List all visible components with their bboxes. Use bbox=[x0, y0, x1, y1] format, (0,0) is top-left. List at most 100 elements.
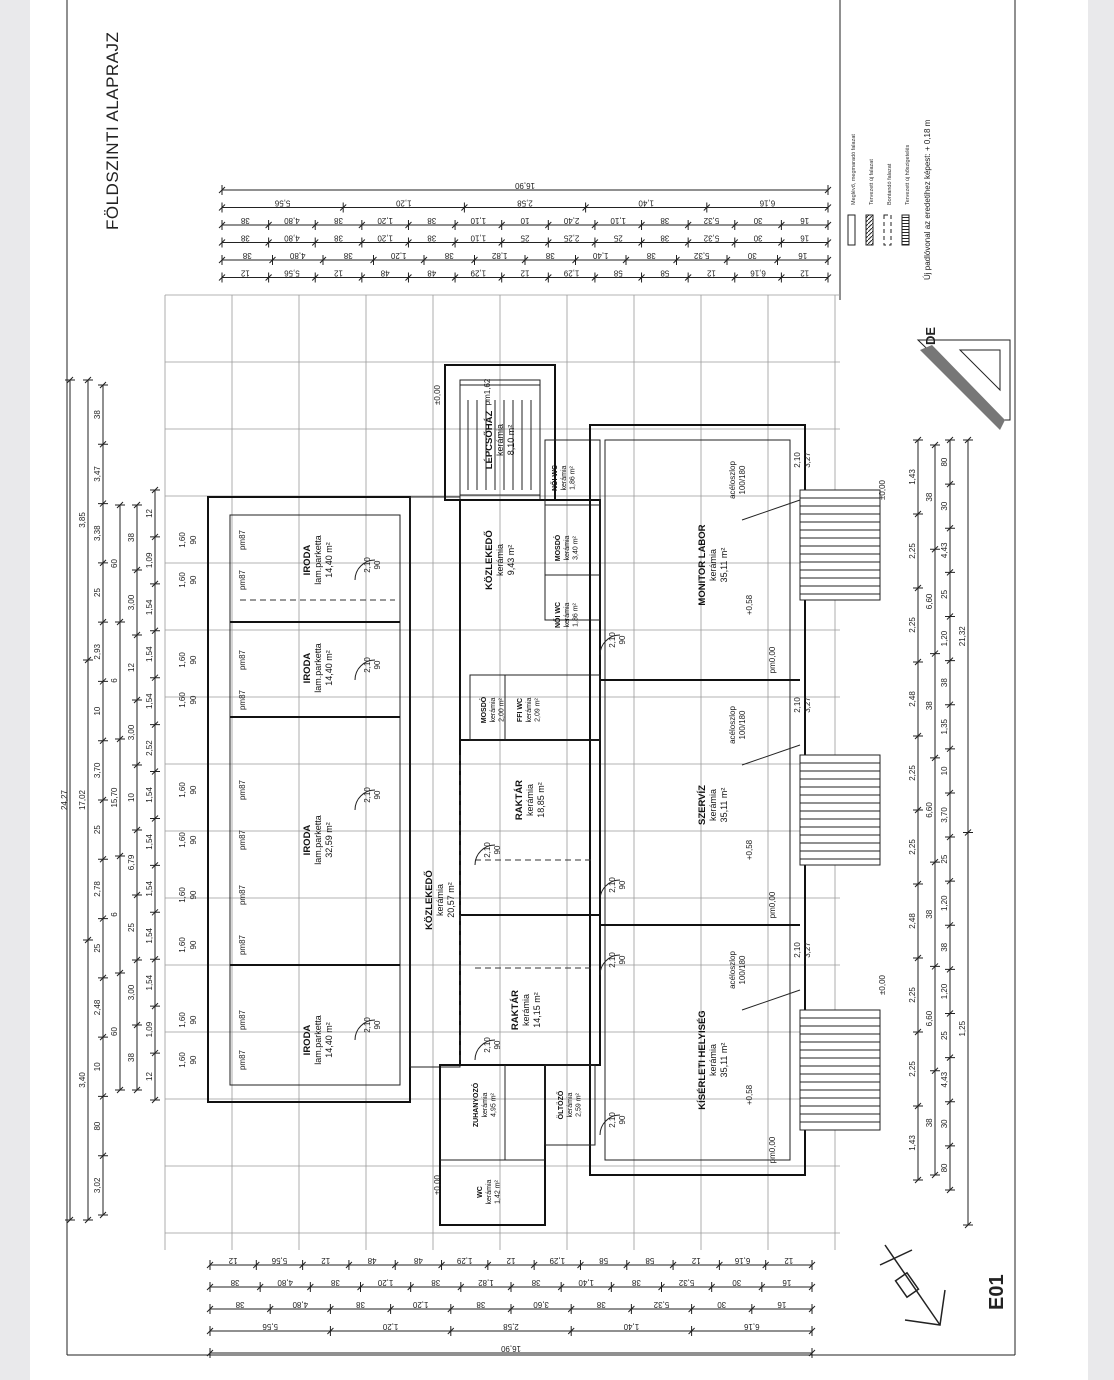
dimension-tick bbox=[577, 1260, 584, 1270]
dimension-tick bbox=[945, 524, 955, 532]
exterior-stair bbox=[799, 754, 881, 866]
dimension-tick bbox=[758, 1282, 766, 1292]
dimension-tick bbox=[567, 1304, 575, 1314]
window-width: 3,27 bbox=[803, 697, 812, 713]
level-marker: +0,58 bbox=[745, 839, 754, 860]
dimension-tick bbox=[591, 272, 599, 283]
floor-level: pm0,00 bbox=[768, 646, 777, 673]
dimension-label: 25 bbox=[940, 854, 949, 863]
dimension-label: 1,40 bbox=[578, 1278, 594, 1287]
room-name: NŐI WC bbox=[550, 465, 559, 491]
room-material: lam.parketta bbox=[313, 535, 323, 585]
dimension-tick bbox=[498, 220, 506, 230]
dimension-label: 1,20 bbox=[377, 234, 393, 243]
dimension-tick bbox=[498, 272, 506, 283]
dimension-tick bbox=[65, 1216, 75, 1224]
dimension-tick bbox=[567, 1326, 575, 1336]
dimension-tick bbox=[150, 674, 160, 682]
dimension-tick bbox=[530, 1260, 538, 1270]
window-height: 1,60 bbox=[178, 652, 187, 668]
dimension-tick bbox=[206, 1304, 214, 1314]
dimension-tick bbox=[930, 441, 940, 449]
door-width: 90 bbox=[618, 635, 627, 644]
room-name: LÉPCSŐHÁZ bbox=[483, 411, 495, 470]
office-level: pm87 bbox=[238, 884, 247, 905]
dimension-label: 2,93 bbox=[93, 643, 102, 659]
door-swing bbox=[599, 879, 621, 901]
door-width: 90 bbox=[493, 845, 502, 854]
dimension-tick bbox=[150, 908, 160, 916]
dimension-label: 38 bbox=[660, 234, 669, 243]
dimension-label: 16 bbox=[782, 1278, 791, 1287]
dimension-tick bbox=[218, 202, 226, 213]
door-width: 90 bbox=[373, 560, 382, 569]
dimension-tick bbox=[115, 618, 125, 626]
dimension-tick bbox=[808, 1304, 816, 1314]
dimension-label: 2,78 bbox=[93, 881, 102, 897]
dimension-tick bbox=[115, 852, 125, 860]
dimension-tick bbox=[945, 1054, 955, 1062]
dimension-label: 12 bbox=[240, 269, 249, 278]
dimension-label: 2,58 bbox=[503, 1322, 519, 1331]
outside-level: ±0,00 bbox=[878, 479, 887, 500]
dimension-label: 3,47 bbox=[93, 466, 102, 482]
dimension-label: 1,40 bbox=[623, 1322, 639, 1331]
dimension-chain: 80304,43251,20381,20253,70101,35381,2025… bbox=[940, 436, 955, 1194]
dimension-tick bbox=[521, 255, 529, 265]
door-height: 2,10 bbox=[363, 1017, 372, 1033]
dimension-label: 1,10 bbox=[470, 216, 486, 225]
dimension-tick bbox=[824, 237, 832, 248]
dimension-label: 1,35 bbox=[940, 718, 949, 734]
room-area: 1,86 m² bbox=[570, 465, 577, 489]
room-area: 14,40 m² bbox=[324, 650, 334, 686]
dimension-chain: 121,091,541,541,541,541,542,521,541,541,… bbox=[145, 486, 160, 1104]
dimension-tick bbox=[638, 220, 645, 230]
dimension-tick bbox=[945, 1010, 955, 1017]
dimension-label: 38 bbox=[427, 234, 436, 243]
room-name: WC bbox=[477, 1186, 484, 1198]
dimension-tick bbox=[824, 185, 832, 195]
dimension-tick bbox=[824, 220, 832, 230]
dimension-tick bbox=[266, 1304, 274, 1314]
dimension-label: 60 bbox=[110, 1027, 119, 1036]
dimension-label: 1,43 bbox=[908, 469, 917, 485]
column-label: acéloszlop bbox=[728, 461, 737, 499]
dimension-label: 1,20 bbox=[395, 199, 411, 208]
dimension-label: 4,43 bbox=[940, 1071, 949, 1087]
room-area: 2,09 m² bbox=[535, 697, 542, 721]
dimension-label: 3,00 bbox=[127, 724, 136, 740]
dimension-tick bbox=[669, 1260, 677, 1270]
dimension-tick bbox=[150, 580, 160, 588]
dimension-label: 1,29 bbox=[456, 1256, 472, 1265]
room-material: lam.parketta bbox=[313, 643, 323, 693]
dimension-label: 17,02 bbox=[78, 789, 87, 810]
dimension-tick bbox=[808, 1282, 816, 1292]
dimension-tick bbox=[688, 1326, 695, 1336]
dimension-tick bbox=[265, 237, 272, 248]
room-name: MOSDÓ bbox=[553, 534, 562, 561]
dimension-label: 16 bbox=[798, 251, 807, 260]
dimension-label: 3,40 bbox=[78, 1072, 87, 1088]
dimension-label: 5,32 bbox=[693, 251, 709, 260]
dimension-label: 1,40 bbox=[592, 251, 608, 260]
room-name: KÖZLEKEDŐ bbox=[483, 530, 495, 590]
room-name: KÖZLEKEDŐ bbox=[423, 870, 435, 930]
dimension-label: 12 bbox=[691, 1256, 700, 1265]
dimension-label: 1,20 bbox=[382, 1322, 398, 1331]
dimension-label: 38 bbox=[93, 410, 102, 419]
dimension-chain: 16,90 bbox=[218, 181, 832, 195]
stairs bbox=[459, 384, 881, 1131]
room-area: 20,57 m² bbox=[446, 882, 456, 918]
room-name: SZERVÍZ bbox=[697, 785, 708, 825]
room-area: 2,00 m² bbox=[499, 697, 506, 721]
column-label: acéloszlop bbox=[728, 951, 737, 989]
dimension-tick bbox=[98, 1093, 108, 1100]
dimension-label: 1,29 bbox=[563, 269, 579, 278]
room-area: 3,40 m² bbox=[573, 535, 580, 559]
window-width: 90 bbox=[189, 940, 198, 949]
